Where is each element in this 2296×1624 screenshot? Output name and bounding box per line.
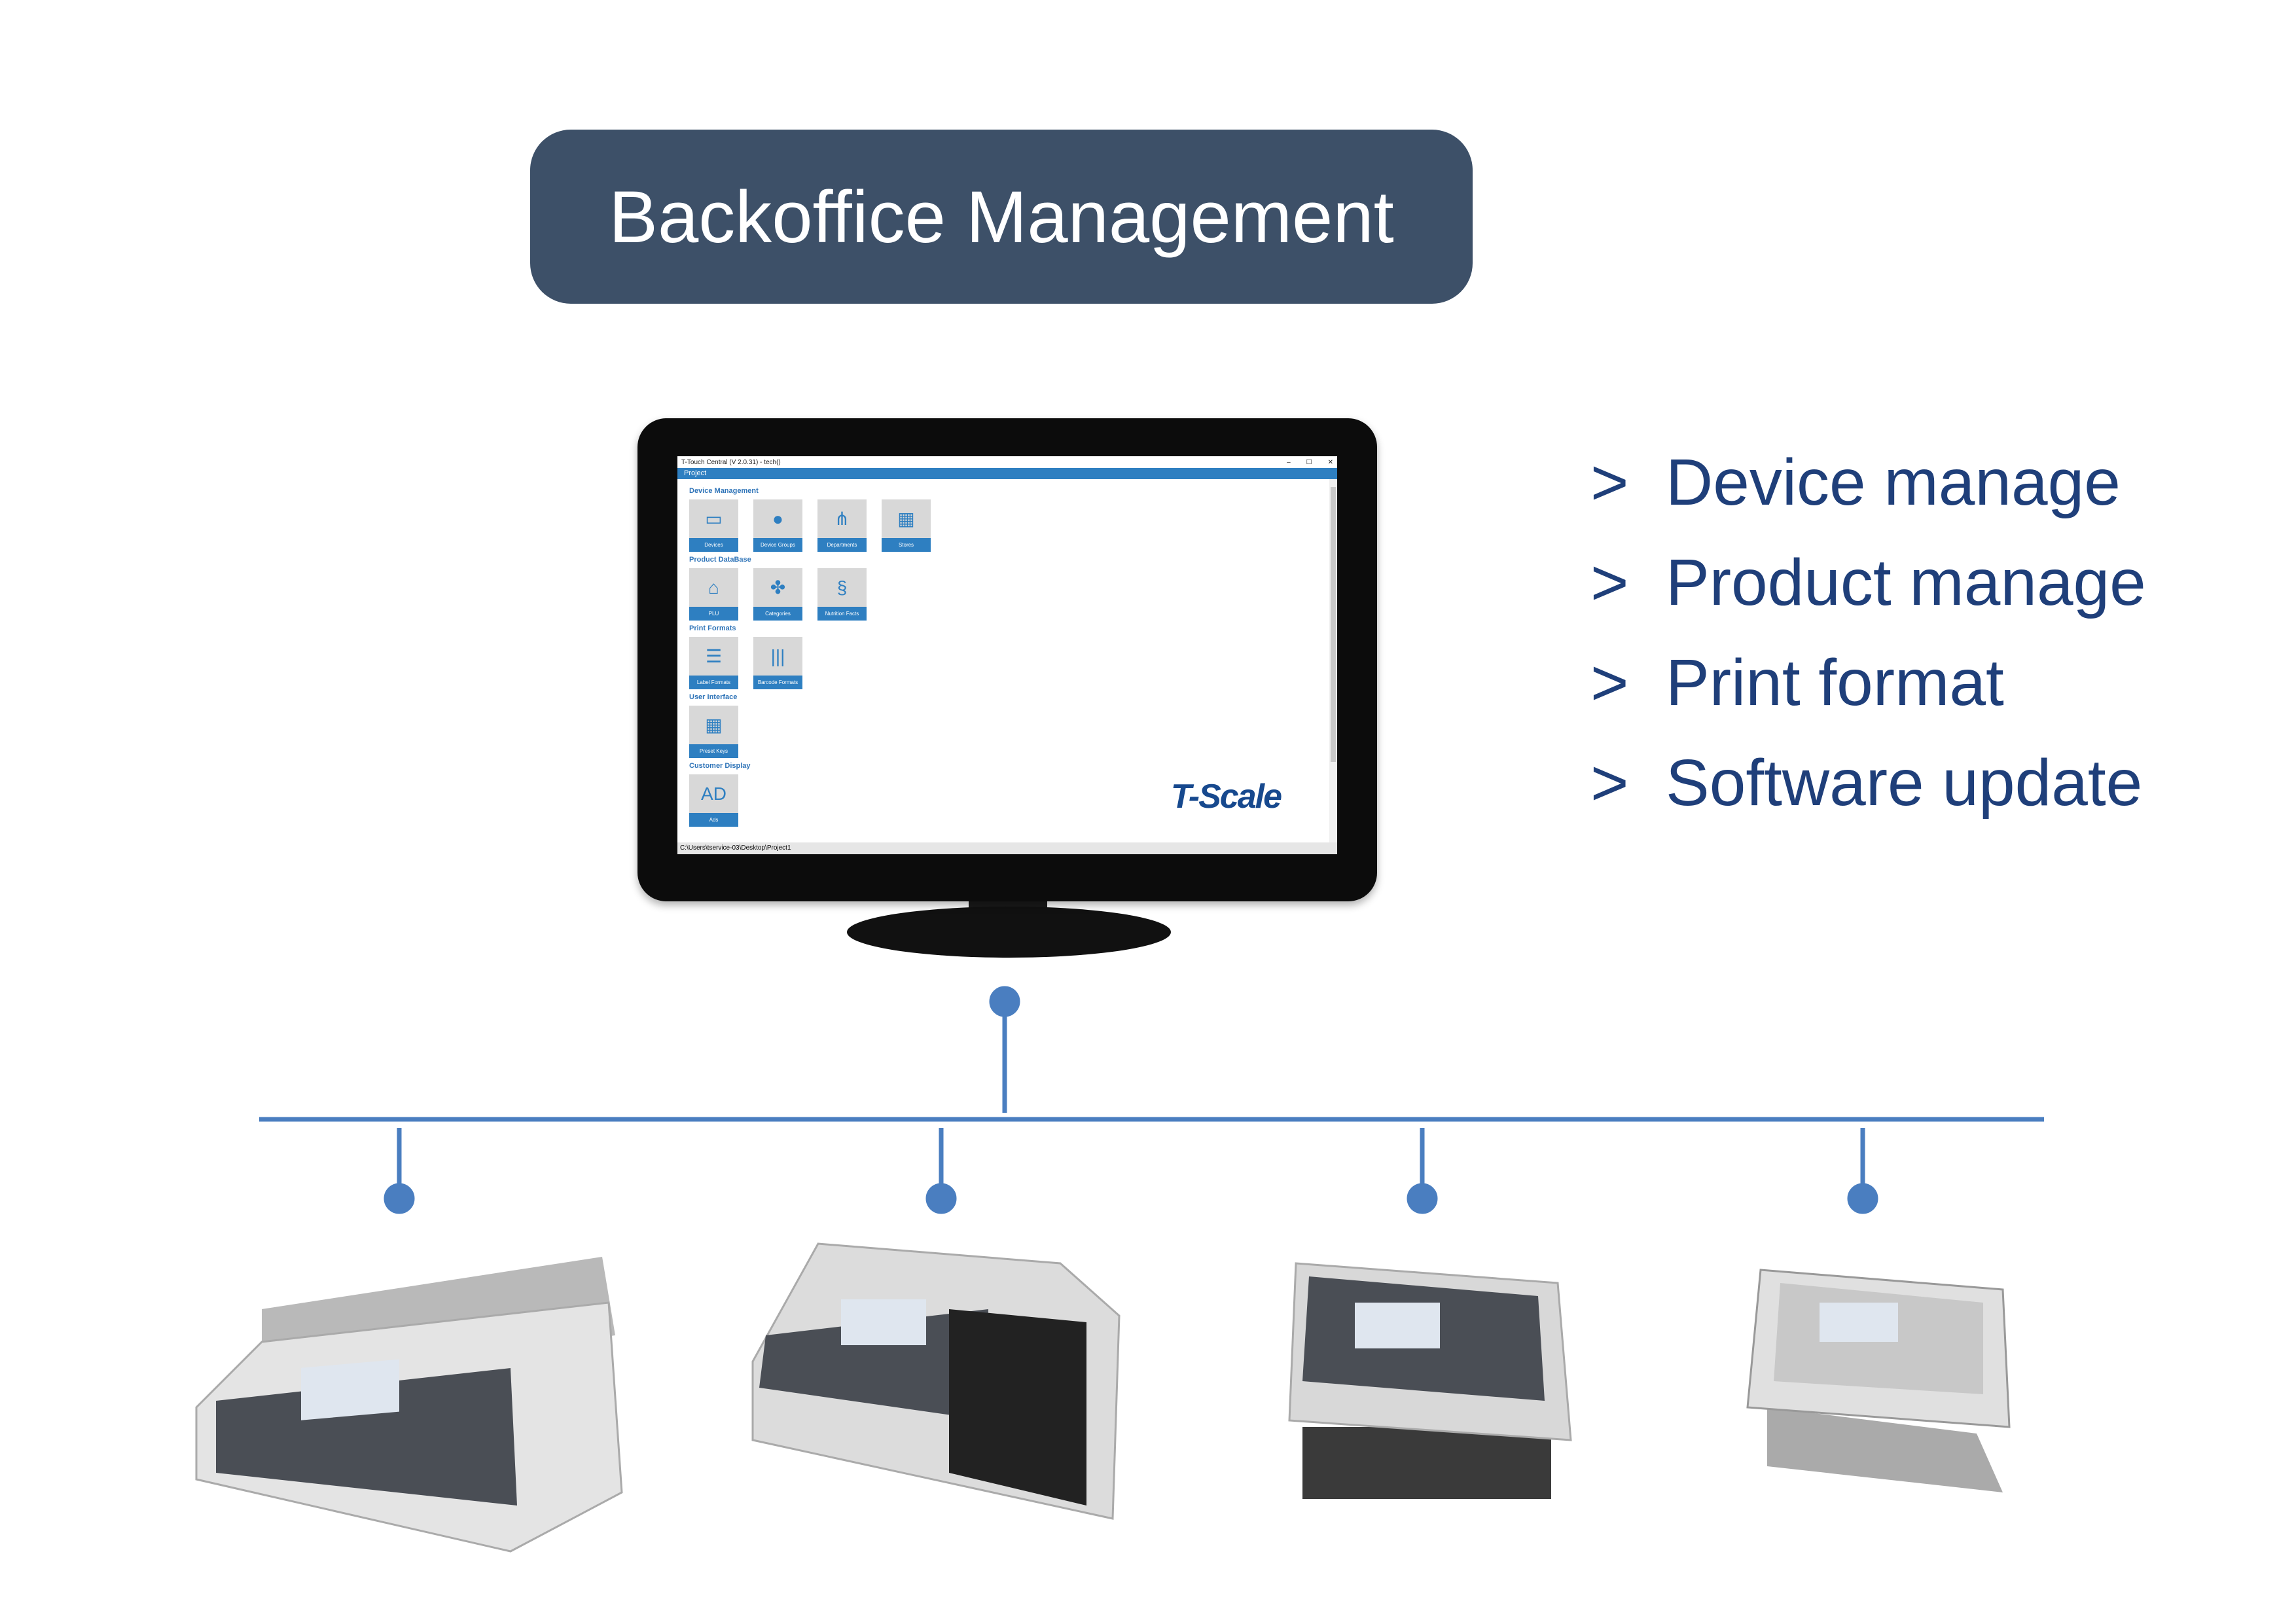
- minimize-icon[interactable]: –: [1287, 458, 1291, 466]
- connector-dot: [925, 1183, 957, 1214]
- tile-label: Ads: [689, 813, 738, 827]
- section-heading: Product DataBase: [689, 556, 751, 564]
- tile-categories[interactable]: ✤ Categories: [753, 568, 802, 621]
- tile-label: Departments: [817, 538, 867, 552]
- feature-item: >Product manage: [1590, 546, 2146, 619]
- tile-label: Devices: [689, 538, 738, 552]
- monitor-stand-base: [847, 907, 1171, 958]
- monitor: T-Touch Central (V 2.0.31) - tech() –☐✕ …: [637, 418, 1377, 901]
- feature-item: >Print format: [1590, 646, 2004, 719]
- printer-indicator-image: [751, 1242, 1121, 1520]
- tile-preset-keys[interactable]: ▦ Preset Keys: [689, 706, 738, 758]
- tile-label: Label Formats: [689, 676, 738, 689]
- section-heading: Device Management: [689, 487, 759, 495]
- window-title: T-Touch Central (V 2.0.31) - tech(): [681, 458, 781, 466]
- users-icon: ●: [772, 508, 783, 529]
- tile-label: Categories: [753, 607, 802, 621]
- maximize-icon[interactable]: ☐: [1306, 458, 1312, 466]
- chevron-right-icon: >: [1590, 446, 1629, 519]
- devices-icon: ▭: [705, 509, 723, 529]
- section-heading: Print Formats: [689, 624, 736, 632]
- app-window: T-Touch Central (V 2.0.31) - tech() –☐✕ …: [677, 456, 1337, 854]
- page-title: Backoffice Management: [530, 130, 1473, 304]
- tile-label: Preset Keys: [689, 744, 738, 758]
- chevron-right-icon: >: [1590, 646, 1629, 719]
- tile-nutrition-facts[interactable]: § Nutrition Facts: [817, 568, 867, 621]
- app-content: Device Management ▭ Devices ● Device Groups ⋔…: [677, 479, 1337, 842]
- tile-row: ▭ Devices ● Device Groups ⋔ Departments ▦ Store…: [689, 499, 1325, 552]
- ad-display-icon: AD: [701, 783, 726, 804]
- connector-dot: [384, 1183, 415, 1214]
- basket-icon: ⌂: [708, 577, 719, 598]
- keypad-icon: ▦: [705, 715, 723, 735]
- section-heading: User Interface: [689, 693, 738, 701]
- tile-row: ▦ Preset Keys: [689, 706, 1325, 758]
- indicator-bracket-image: [1288, 1262, 1572, 1499]
- tile-label: Nutrition Facts: [817, 607, 867, 621]
- chevron-right-icon: >: [1590, 546, 1629, 619]
- tile-row: ⌂ PLU ✤ Categories § Nutrition Facts: [689, 568, 1325, 621]
- barcode-icon: |||: [770, 645, 785, 666]
- tile-label: Stores: [882, 538, 931, 552]
- dna-icon: §: [836, 577, 848, 598]
- connector-dot: [1407, 1183, 1438, 1214]
- section-heading: Customer Display: [689, 762, 751, 770]
- tile-stores[interactable]: ▦ Stores: [882, 499, 931, 552]
- tile-label: Barcode Formats: [753, 676, 802, 689]
- tile-row: ☰ Label Formats ||| Barcode Formats: [689, 637, 1325, 689]
- feature-item: >Device manage: [1590, 446, 2121, 519]
- bench-scale-image: [195, 1257, 623, 1553]
- scrollbar[interactable]: [1329, 479, 1337, 842]
- tile-barcode-formats[interactable]: ||| Barcode Formats: [753, 637, 802, 689]
- chevron-right-icon: >: [1590, 746, 1629, 820]
- tile-label: Device Groups: [753, 538, 802, 552]
- close-icon[interactable]: ✕: [1327, 458, 1333, 466]
- tile-ads[interactable]: AD Ads: [689, 774, 738, 827]
- clipboard-icon: ☰: [705, 646, 723, 666]
- tile-row: AD Ads: [689, 774, 1325, 827]
- menu-project[interactable]: Project: [677, 468, 1337, 479]
- stainless-indicator-image: [1746, 1269, 2011, 1492]
- tile-label: PLU: [689, 607, 738, 621]
- hierarchy-icon: ⋔: [834, 509, 850, 529]
- tile-plu[interactable]: ⌂ PLU: [689, 568, 738, 621]
- connector-dot: [1847, 1183, 1878, 1214]
- clover-icon: ✤: [770, 577, 786, 598]
- tscale-logo: T-Scale: [1170, 778, 1282, 816]
- window-titlebar: T-Touch Central (V 2.0.31) - tech() – ☐ ✕: [677, 456, 1337, 468]
- shop-icon: ▦: [897, 509, 915, 529]
- status-path: C:\Users\tservice-03\Desktop\Project1: [677, 842, 1337, 854]
- tile-device-groups[interactable]: ● Device Groups: [753, 499, 802, 552]
- tile-departments[interactable]: ⋔ Departments: [817, 499, 867, 552]
- tile-devices[interactable]: ▭ Devices: [689, 499, 738, 552]
- feature-item: >Software update: [1590, 746, 2143, 820]
- tile-label-formats[interactable]: ☰ Label Formats: [689, 637, 738, 689]
